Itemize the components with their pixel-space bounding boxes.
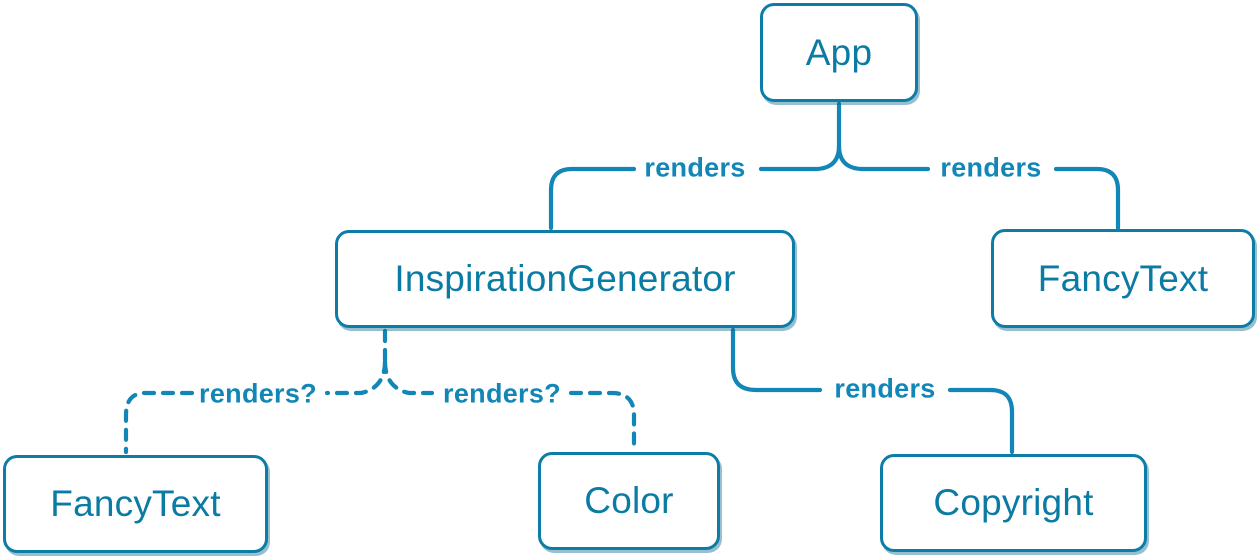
- node-color-label: Color: [584, 480, 674, 521]
- edge-inspirationgenerator-copyright-line: [730, 327, 823, 393]
- edge-app-fancytext: [836, 143, 1121, 231]
- node-copyright: Copyright: [880, 454, 1147, 552]
- edge-inspirationgenerator-fancytext-dashed-line: [123, 390, 195, 455]
- node-fancy-text-top: FancyText: [991, 229, 1255, 328]
- node-color: Color: [538, 452, 720, 550]
- node-fancy-text-top-label: FancyText: [1037, 257, 1209, 299]
- edge-inspirationgenerator-color-dashed-line: [568, 390, 637, 452]
- node-inspiration-generator: InspirationGenerator: [335, 230, 795, 328]
- edge-app-fancytext-line: [836, 143, 931, 172]
- edge-inspirationgenerator-color-dashed-line: [382, 359, 435, 396]
- edge-app-fancytext-line: [1053, 166, 1121, 231]
- edge-label-renders-copyright: renders: [834, 373, 936, 404]
- node-app: App: [760, 3, 918, 102]
- node-app-label: App: [805, 31, 873, 73]
- edge-inspirationgenerator-copyright: [730, 327, 1015, 455]
- edge-inspirationgenerator-copyright-line: [947, 387, 1015, 455]
- edge-app-inspirationgenerator-line: [548, 166, 637, 231]
- node-fancy-text-bottom: FancyText: [3, 455, 268, 553]
- edge-inspirationgenerator-color: [382, 359, 637, 452]
- edge-label-renders-right: renders: [940, 152, 1042, 183]
- edge-label-renders-question-left: renders?: [199, 378, 317, 409]
- edge-app-inspirationgenerator-line: [758, 143, 842, 172]
- edge-inspirationgenerator-fancytext-dashed-line: [324, 359, 388, 396]
- edge-label-renders-left: renders: [644, 152, 746, 183]
- node-inspiration-generator-label: InspirationGenerator: [394, 258, 736, 299]
- node-copyright-label: Copyright: [933, 482, 1094, 523]
- edge-label-renders-question-right: renders?: [443, 378, 561, 409]
- node-fancy-text-bottom-label: FancyText: [50, 483, 221, 524]
